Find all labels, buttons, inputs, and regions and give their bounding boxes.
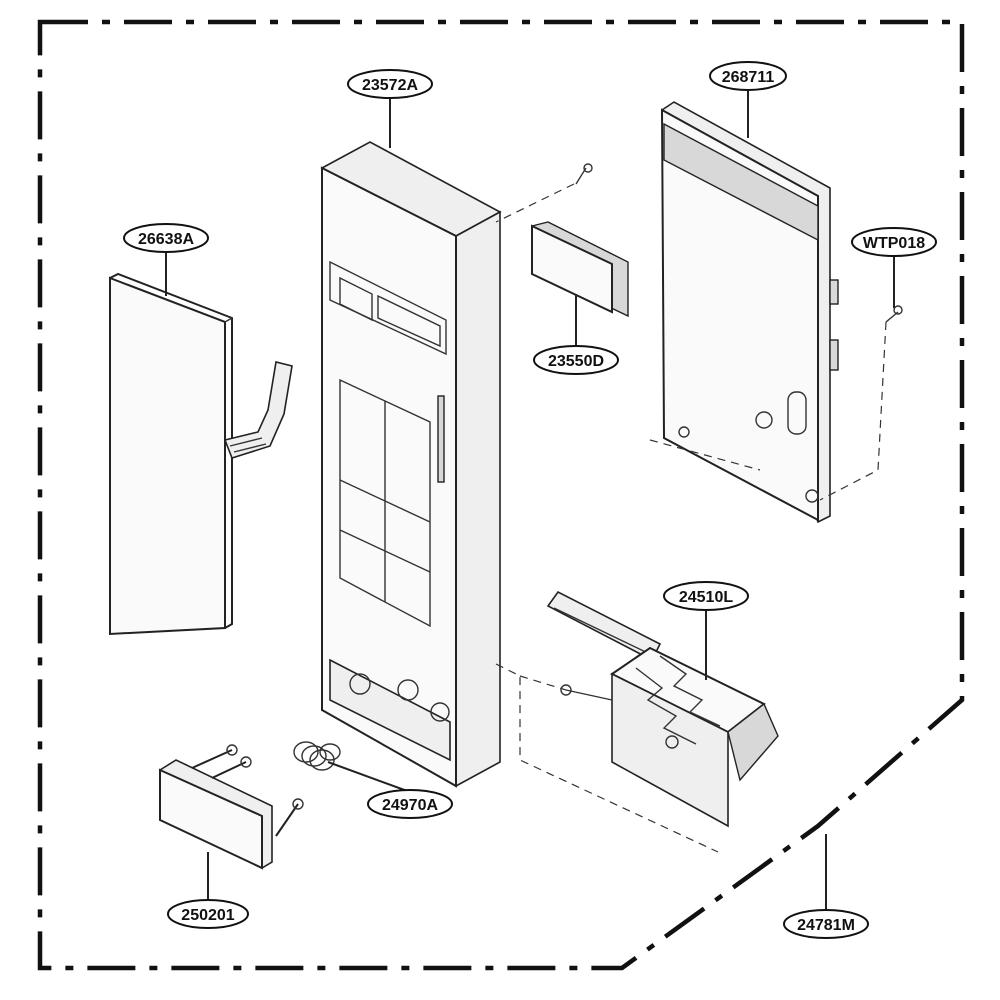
callout-24510L: 24510L (663, 581, 749, 611)
window-film (495, 163, 629, 318)
callout-24970A: 24970A (367, 789, 453, 819)
door-latch-lever (495, 590, 779, 853)
spring (293, 741, 341, 771)
svg-text:268711: 268711 (722, 69, 775, 86)
svg-text:24510L: 24510L (679, 589, 733, 606)
svg-text:24970A: 24970A (382, 797, 438, 814)
svg-text:23550D: 23550D (548, 353, 604, 370)
button-part (158, 744, 304, 870)
callout-250201: 250201 (167, 899, 249, 929)
callout-23572A: 23572A (347, 69, 433, 99)
callout-23550D: 23550D (533, 345, 619, 375)
front-panel (320, 141, 502, 788)
assembly-boundary (37, 19, 965, 971)
svg-text:WTP018: WTP018 (863, 235, 925, 252)
svg-text:250201: 250201 (181, 907, 234, 924)
leader-lines (165, 90, 895, 910)
svg-text:23572A: 23572A (362, 77, 418, 94)
callout-WTP018: WTP018 (851, 227, 937, 257)
callout-24781M: 24781M (783, 909, 869, 939)
svg-text:24781M: 24781M (797, 917, 855, 934)
callout-26638A: 26638A (123, 223, 209, 253)
callout-268711: 268711 (709, 61, 787, 91)
svg-text:26638A: 26638A (138, 231, 194, 248)
control-board (649, 101, 903, 524)
membrane-switch (109, 272, 293, 636)
